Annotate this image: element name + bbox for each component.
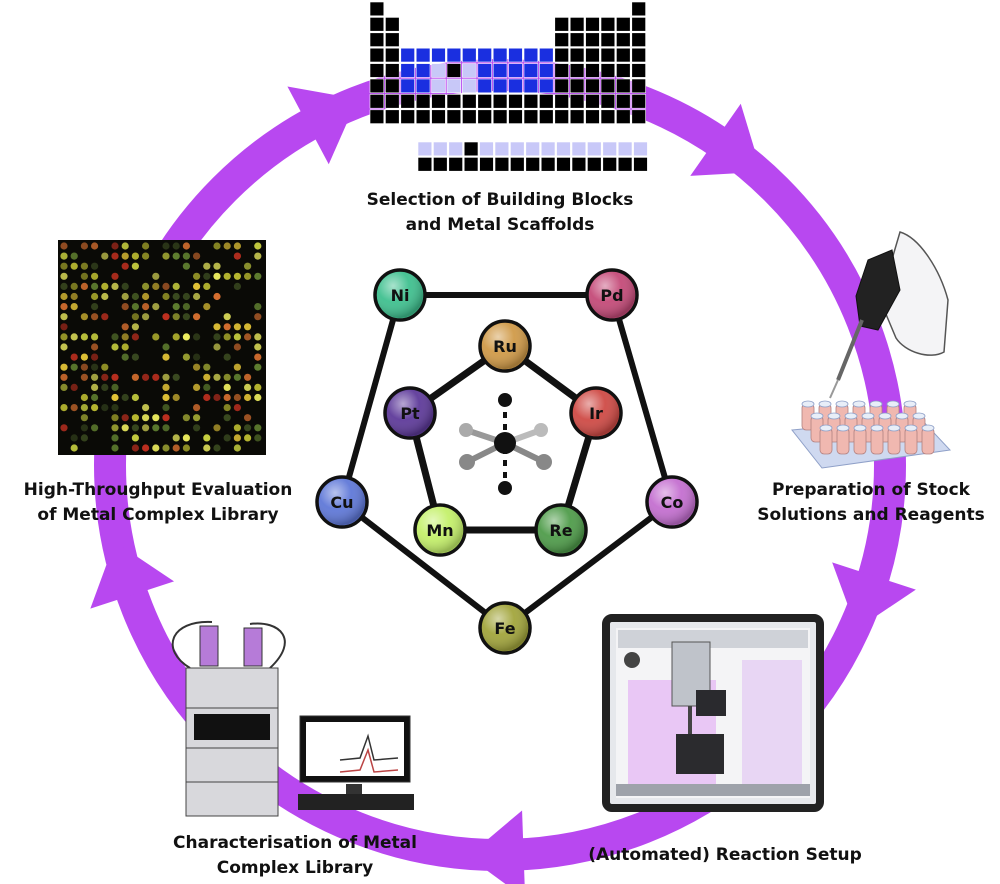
cycle-arrowhead bbox=[690, 103, 762, 176]
robotic-platform-icon bbox=[602, 614, 824, 812]
metal-node-fe: Fe bbox=[478, 601, 532, 655]
periodic-table-icon bbox=[369, 1, 648, 172]
label-line: Solutions and Reagents bbox=[757, 505, 985, 525]
pipette-wellplate-icon bbox=[791, 231, 952, 469]
cycle-arrowhead bbox=[467, 810, 525, 884]
step-label-evaluation: High-Throughput Evaluation of Metal Comp… bbox=[0, 478, 316, 528]
step-label-preparation: Preparation of Stock Solutions and Reage… bbox=[746, 478, 996, 528]
metal-symbol: Pd bbox=[600, 286, 623, 305]
metal-symbol: Pt bbox=[400, 404, 420, 423]
step-label-characterisation: Characterisation of Metal Complex Librar… bbox=[140, 831, 450, 881]
metal-symbol: Fe bbox=[494, 619, 515, 638]
label-line: (Automated) Reaction Setup bbox=[588, 845, 862, 865]
metal-node-pd: Pd bbox=[585, 268, 639, 322]
metal-symbol: Co bbox=[661, 493, 684, 512]
label-line: Characterisation of Metal bbox=[173, 833, 417, 853]
metal-node-ir: Ir bbox=[569, 386, 623, 440]
label-line: Preparation of Stock bbox=[772, 480, 970, 500]
metal-node-ni: Ni bbox=[373, 268, 427, 322]
metal-node-mn: Mn bbox=[413, 503, 467, 557]
metal-symbol: Mn bbox=[426, 521, 453, 540]
metal-node-pt: Pt bbox=[383, 386, 437, 440]
metal-symbol: Cu bbox=[330, 493, 353, 512]
cycle-arrowhead bbox=[832, 562, 916, 630]
metal-symbol: Ni bbox=[391, 286, 410, 305]
label-line: High-Throughput Evaluation bbox=[23, 480, 293, 500]
label-line: of Metal Complex Library bbox=[37, 505, 279, 525]
metal-node-ru: Ru bbox=[478, 319, 532, 373]
heatmap-array-icon bbox=[58, 240, 266, 455]
cycle-arrowhead bbox=[287, 86, 358, 165]
hplc-computer-icon bbox=[171, 620, 414, 817]
metal-node-co: Co bbox=[645, 475, 699, 529]
metal-node-cu: Cu bbox=[315, 475, 369, 529]
step-label-reaction: (Automated) Reaction Setup bbox=[560, 843, 890, 868]
metal-symbol: Ru bbox=[493, 337, 517, 356]
label-line: Selection of Building Blocks bbox=[366, 190, 634, 210]
metal-node-re: Re bbox=[534, 503, 588, 557]
label-line: Complex Library bbox=[216, 858, 374, 878]
metal-symbol: Ir bbox=[589, 404, 603, 423]
outer-pentagon bbox=[338, 292, 676, 632]
cycle-arrowhead bbox=[90, 541, 175, 609]
metal-symbol: Re bbox=[549, 521, 572, 540]
label-line: and Metal Scaffolds bbox=[405, 215, 595, 235]
octahedral-complex-icon bbox=[459, 393, 552, 495]
step-label-selection: Selection of Building Blocks and Metal S… bbox=[330, 188, 670, 238]
